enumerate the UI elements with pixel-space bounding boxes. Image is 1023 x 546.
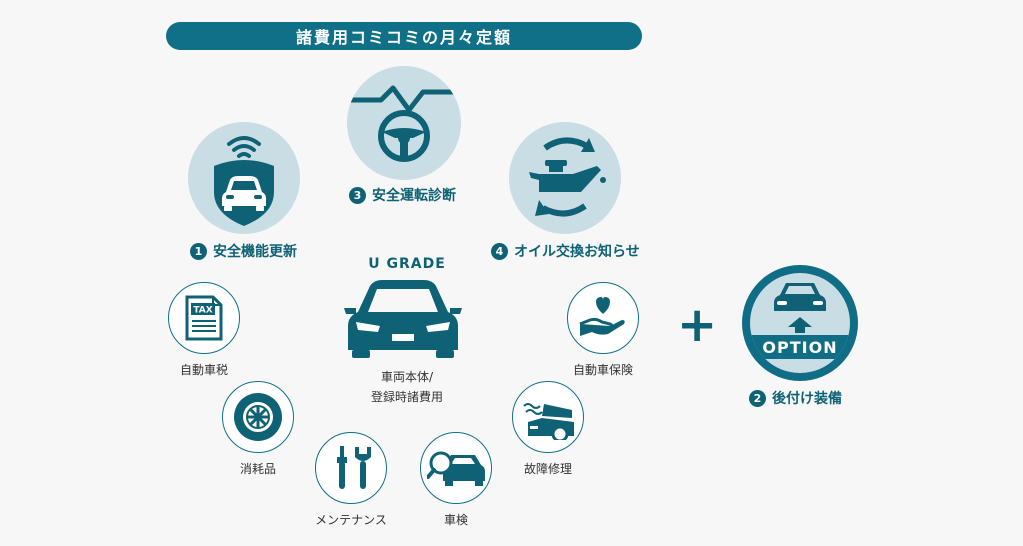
feature-4-text: オイル交換お知らせ bbox=[514, 244, 640, 260]
tax-document-icon: TAX bbox=[185, 295, 223, 341]
option-band: OPTION bbox=[750, 335, 850, 359]
grade-title: U GRADE bbox=[368, 256, 446, 272]
driving-diagnosis-icon-circle bbox=[347, 66, 461, 180]
inspection-item-circle bbox=[420, 432, 492, 504]
inspection-label: 車検 bbox=[443, 513, 468, 527]
maintenance-item-circle bbox=[315, 432, 387, 504]
feature-1-text: 安全機能更新 bbox=[213, 244, 297, 260]
maintenance-label: メンテナンス bbox=[315, 513, 387, 527]
feature-2-number: 2 bbox=[749, 389, 766, 407]
center-caption-line1: 車両本体/ bbox=[380, 370, 434, 384]
feature-3-text: 安全運転診断 bbox=[372, 188, 456, 204]
feature-3-label: 3 安全運転診断 bbox=[349, 185, 456, 205]
feature-2-text: 後付け装備 bbox=[772, 391, 842, 407]
safety-update-icon-circle bbox=[188, 122, 300, 234]
page-banner: 諸費用コミコミの月々定額 bbox=[166, 22, 642, 50]
tools-icon bbox=[337, 446, 371, 489]
feature-1-label: 1 安全機能更新 bbox=[190, 241, 297, 261]
banner-title: 諸費用コミコミの月々定額 bbox=[295, 28, 512, 47]
option-circle: OPTION bbox=[742, 265, 858, 381]
center-caption-line2: 登録時諸費用 bbox=[370, 390, 443, 404]
feature-2-label: 2 後付け装備 bbox=[749, 388, 842, 408]
tax-label: 自動車税 bbox=[179, 363, 228, 377]
insurance-item-circle bbox=[567, 282, 639, 354]
plus-sign: + bbox=[677, 297, 718, 353]
feature-1-number: 1 bbox=[190, 242, 207, 260]
feature-4-label: 4 オイル交換お知らせ bbox=[491, 241, 640, 261]
oil-change-icon-circle bbox=[509, 122, 621, 234]
option-label: OPTION bbox=[762, 337, 838, 357]
oil-can-icon bbox=[529, 137, 606, 217]
car-magnifier-icon bbox=[427, 451, 485, 486]
shield-car-icon bbox=[214, 136, 274, 226]
tax-icon-text: TAX bbox=[193, 306, 212, 316]
car-front-icon bbox=[344, 280, 462, 358]
car-upgrade-icon bbox=[774, 283, 826, 333]
steering-wheel-icon bbox=[347, 85, 461, 162]
tire-icon bbox=[234, 393, 282, 441]
hand-heart-icon bbox=[579, 297, 625, 336]
consumables-label: 消耗品 bbox=[239, 462, 276, 476]
option-inner-circle: OPTION bbox=[750, 273, 850, 373]
tax-item-circle: TAX bbox=[168, 282, 240, 354]
insurance-label: 自動車保険 bbox=[572, 363, 633, 377]
feature-3-number: 3 bbox=[349, 186, 366, 204]
consumables-item-circle bbox=[222, 381, 294, 453]
feature-4-number: 4 bbox=[491, 242, 508, 260]
broken-car-icon bbox=[523, 403, 574, 440]
repair-item-circle bbox=[512, 381, 584, 453]
repair-label: 故障修理 bbox=[523, 462, 572, 476]
